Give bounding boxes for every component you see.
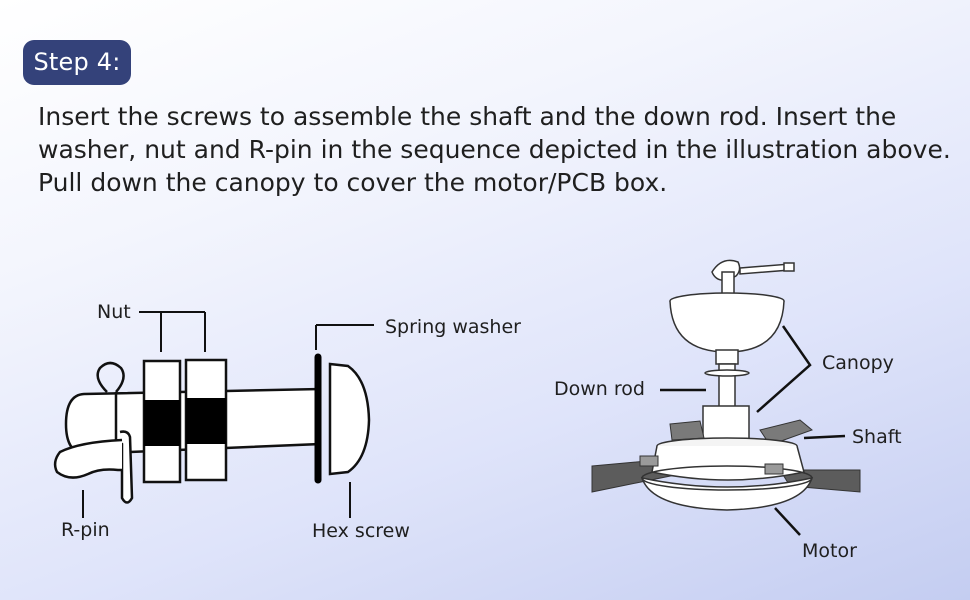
r-pin-ring <box>96 361 125 393</box>
hex-screw-head <box>328 362 371 476</box>
motor-ring <box>651 445 805 481</box>
label-spring-washer: Spring washer <box>385 316 521 338</box>
label-shaft: Shaft <box>852 426 902 448</box>
label-down-rod: Down rod <box>554 378 645 400</box>
label-nut: Nut <box>97 301 131 323</box>
r-pin-leg <box>114 392 134 504</box>
label-motor: Motor <box>802 540 857 562</box>
instructions-text: Insert the screws to assemble the shaft … <box>38 102 951 197</box>
label-canopy: Canopy <box>822 352 894 374</box>
nut-right-thread <box>186 398 226 444</box>
motor-bowl <box>640 476 814 511</box>
fan-blade-back <box>669 420 705 441</box>
step-badge: Step 4: <box>23 40 131 85</box>
shaft-coupling <box>702 405 750 441</box>
ceiling-fan-illustration <box>591 259 861 511</box>
canopy-bell <box>669 300 785 353</box>
label-hex-screw: Hex screw <box>312 520 410 542</box>
r-pin-hook <box>53 438 123 479</box>
nut-left-thread <box>144 400 180 446</box>
label-r-pin: R-pin <box>61 519 110 541</box>
